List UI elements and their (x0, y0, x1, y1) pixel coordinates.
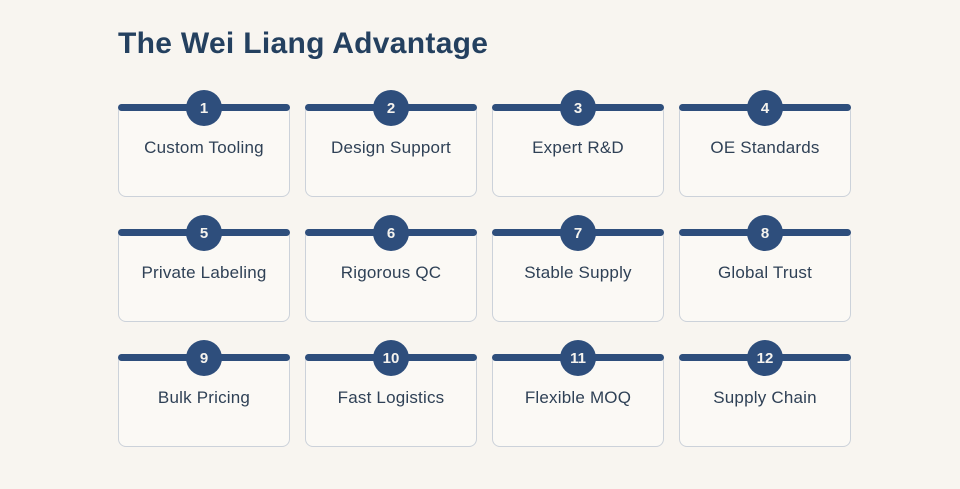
advantage-card-3: 3 Expert R&D (492, 90, 664, 197)
card-number-badge: 2 (373, 90, 409, 126)
advantage-card-10: 10 Fast Logistics (305, 340, 477, 447)
card-label: Bulk Pricing (157, 388, 251, 407)
card-label: Supply Chain (713, 388, 817, 407)
card-label: OE Standards (710, 138, 820, 157)
card-label: Private Labeling (141, 263, 267, 282)
card-number-badge: 1 (186, 90, 222, 126)
advantage-card-5: 5 Private Labeling (118, 215, 290, 322)
card-number: 6 (386, 224, 396, 242)
card-number: 1 (199, 99, 209, 117)
advantage-card-4: 4 OE Standards (679, 90, 851, 197)
card-number-badge: 10 (373, 340, 409, 376)
card-label: Custom Tooling (144, 138, 264, 157)
advantage-grid: 1 Custom Tooling 2 Design Support 3 Expe… (118, 90, 852, 447)
card-number-badge: 9 (186, 340, 222, 376)
card-number-badge: 8 (747, 215, 783, 251)
card-number: 3 (573, 99, 583, 117)
card-label: Flexible MOQ (524, 388, 632, 407)
card-number: 12 (756, 349, 774, 367)
card-label: Design Support (331, 138, 451, 157)
card-number: 5 (199, 224, 209, 242)
page-title: The Wei Liang Advantage (118, 27, 489, 60)
card-number-badge: 7 (560, 215, 596, 251)
advantage-card-8: 8 Global Trust (679, 215, 851, 322)
card-number: 2 (386, 99, 396, 117)
card-number-badge: 12 (747, 340, 783, 376)
card-number: 8 (760, 224, 770, 242)
card-number: 11 (570, 349, 586, 367)
card-label: Fast Logistics (337, 388, 445, 407)
advantage-card-2: 2 Design Support (305, 90, 477, 197)
advantage-card-11: 11 Flexible MOQ (492, 340, 664, 447)
card-number-badge: 3 (560, 90, 596, 126)
card-number-badge: 6 (373, 215, 409, 251)
card-label: Rigorous QC (340, 263, 442, 282)
card-label: Expert R&D (532, 138, 624, 157)
card-label: Stable Supply (524, 263, 632, 282)
card-number-badge: 5 (186, 215, 222, 251)
advantage-section: The Wei Liang Advantage 1 Custom Tooling… (118, 0, 852, 447)
advantage-card-7: 7 Stable Supply (492, 215, 664, 322)
card-number: 10 (382, 349, 400, 367)
card-number-badge: 4 (747, 90, 783, 126)
card-number: 4 (760, 99, 770, 117)
advantage-card-6: 6 Rigorous QC (305, 215, 477, 322)
card-number: 9 (199, 349, 209, 367)
advantage-card-12: 12 Supply Chain (679, 340, 851, 447)
card-label: Global Trust (717, 263, 813, 282)
card-number-badge: 11 (560, 340, 596, 376)
card-number: 7 (573, 224, 583, 242)
advantage-card-9: 9 Bulk Pricing (118, 340, 290, 447)
advantage-card-1: 1 Custom Tooling (118, 90, 290, 197)
